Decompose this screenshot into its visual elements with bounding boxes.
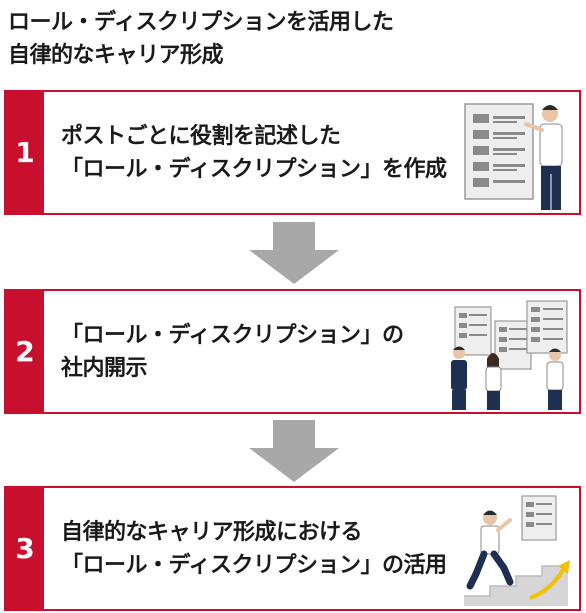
step-3-box: 3 自律的なキャリア形成における 「ロール・ディスクリプション」の活用 xyxy=(4,486,581,611)
people-viewing-documents-illustration xyxy=(451,300,568,410)
title-line-2: 自律的なキャリア形成 xyxy=(8,43,224,68)
step-2-line-2: 社内開示 xyxy=(61,355,148,381)
step-2-box: 2 「ロール・ディスクリプション」の 社内開示 xyxy=(4,289,581,414)
down-arrow-2 xyxy=(249,420,339,482)
step-2-text: 「ロール・ディスクリプション」の 社内開示 xyxy=(61,291,471,412)
step-1-line-1: ポストごとに役割を記述した xyxy=(61,123,341,149)
title-line-1: ロール・ディスクリプションを活用した xyxy=(8,10,394,35)
step-1-line-2: 「ロール・ディスクリプション」を作成 xyxy=(61,156,447,182)
step-1-text: ポストごとに役割を記述した 「ロール・ディスクリプション」を作成 xyxy=(61,92,471,213)
step-1-box: 1 ポストごとに役割を記述した 「ロール・ディスクリプション」を作成 xyxy=(4,90,581,215)
step-2-line-1: 「ロール・ディスクリプション」の xyxy=(61,322,404,348)
step-number-2: 2 xyxy=(6,291,44,412)
step-3-line-2: 「ロール・ディスクリプション」の活用 xyxy=(61,552,447,578)
person-climbing-stairs-illustration xyxy=(464,495,570,606)
person-writing-document-illustration xyxy=(464,103,563,210)
step-number-3: 3 xyxy=(6,488,44,609)
step-number-1: 1 xyxy=(6,92,44,213)
step-3-text: 自律的なキャリア形成における 「ロール・ディスクリプション」の活用 xyxy=(61,488,471,609)
down-arrow-1 xyxy=(249,222,339,284)
step-3-line-1: 自律的なキャリア形成における xyxy=(61,519,363,545)
diagram-title: ロール・ディスクリプションを活用した 自律的なキャリア形成 xyxy=(8,6,568,72)
